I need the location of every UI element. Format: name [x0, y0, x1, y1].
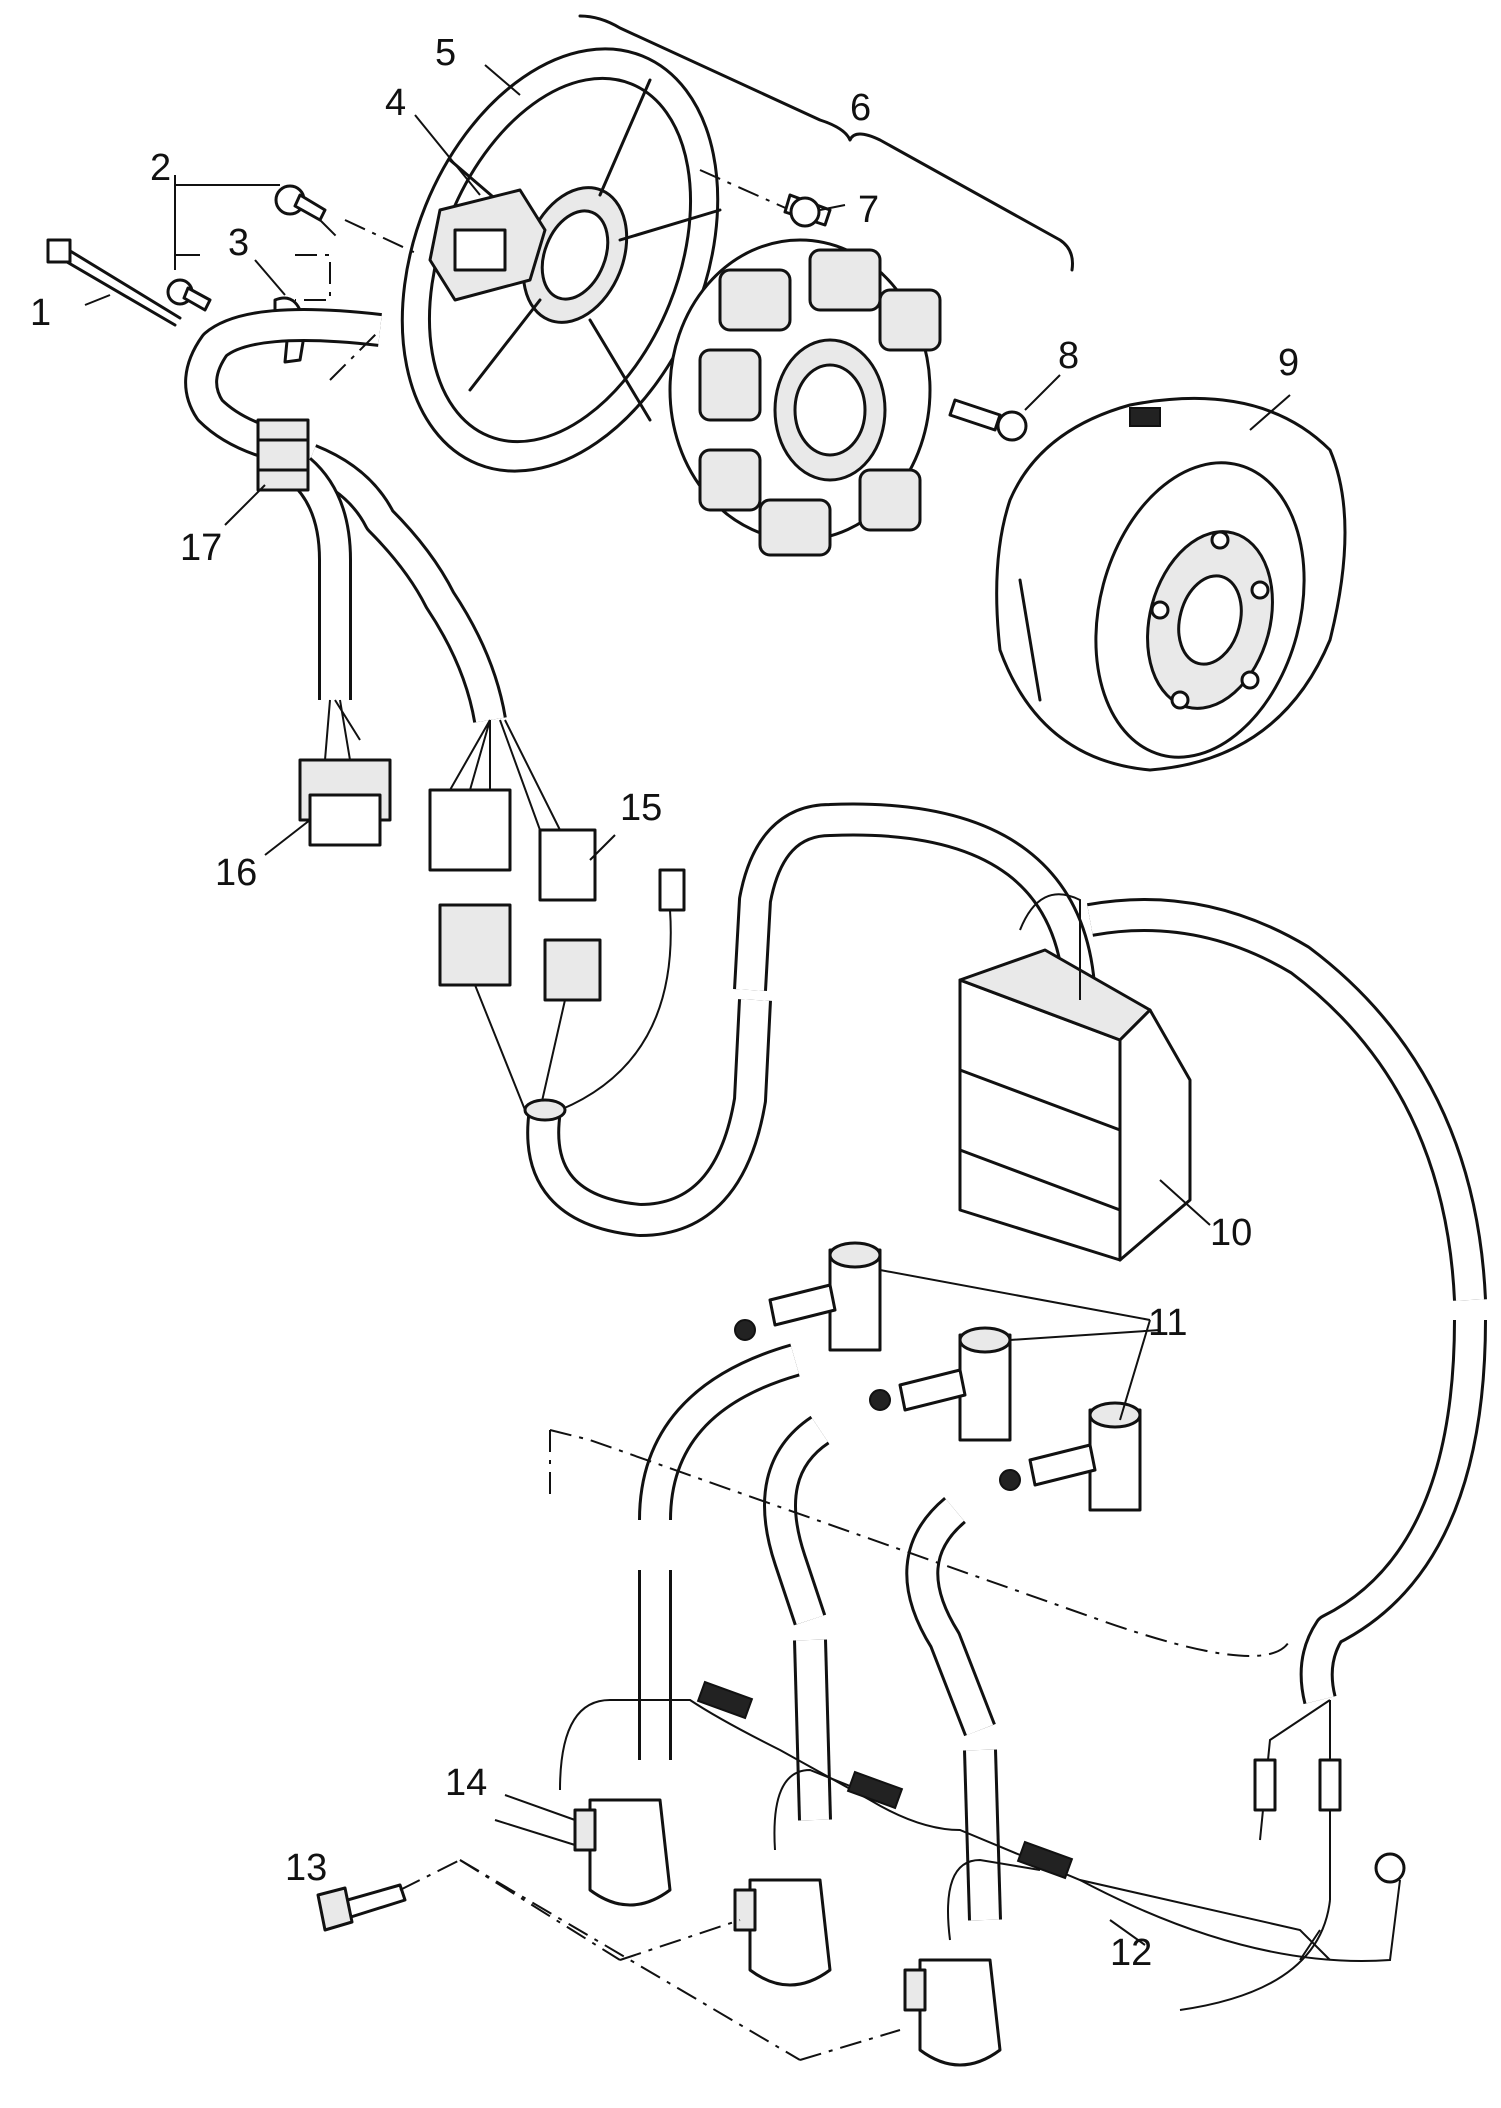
stator-plate [400, 47, 722, 473]
callout-10: 10 [1210, 1212, 1252, 1254]
callout-2: 2 [150, 147, 171, 189]
screw-2-upper [274, 184, 327, 222]
leader-lines [84, 64, 1291, 1946]
callout-6: 6 [850, 87, 871, 129]
callout-12: 12 [1110, 1932, 1152, 1974]
cdi-output-tube [1086, 898, 1487, 1705]
pickup-coil [428, 188, 547, 302]
cable-tie [46, 238, 182, 327]
ignition-coils [559, 1680, 1331, 2067]
callout-17: 17 [180, 527, 222, 569]
flywheel [995, 396, 1347, 772]
center-lines [295, 219, 1291, 2061]
callout-3: 3 [228, 222, 249, 264]
coil-bolt [316, 1883, 407, 1932]
connector-16 [298, 699, 392, 847]
wire-harness [184, 308, 507, 724]
screw-2-lower [166, 278, 212, 312]
callout-5: 5 [435, 32, 456, 74]
screw-8 [948, 398, 1028, 442]
callout-11: 11 [1148, 1302, 1187, 1344]
ignition-coil-1 [573, 1798, 672, 1907]
spark-plug-caps [734, 1241, 1161, 1512]
callout-4: 4 [385, 82, 406, 124]
ignition-coil-2 [733, 1878, 832, 1987]
plug-leads [638, 1343, 1002, 1921]
callout-7: 7 [858, 189, 879, 231]
cdi-module [958, 893, 1192, 1262]
connector-15 [428, 719, 686, 1111]
spark-cap-1 [734, 1241, 882, 1352]
callout-16: 16 [215, 852, 257, 894]
harness-tube-lower [523, 802, 1097, 1237]
screw-7 [699, 169, 832, 228]
callout-labels: 1 2 3 4 5 6 7 8 9 10 11 12 13 14 15 16 1… [30, 32, 1299, 1974]
callout-14: 14 [445, 1762, 487, 1804]
ignition-coil-3 [903, 1958, 1002, 2067]
callout-15: 15 [620, 787, 662, 829]
ground-lead [1079, 1699, 1406, 2011]
callout-9: 9 [1278, 342, 1299, 384]
group-6-bracket [578, 14, 1074, 272]
callout-13: 13 [285, 1847, 327, 1889]
callout-8: 8 [1058, 335, 1079, 377]
spark-cap-2 [869, 1326, 1012, 1442]
callout-1: 1 [30, 292, 51, 334]
stator-coil-assembly [668, 238, 942, 557]
spark-cap-3 [999, 1401, 1142, 1512]
